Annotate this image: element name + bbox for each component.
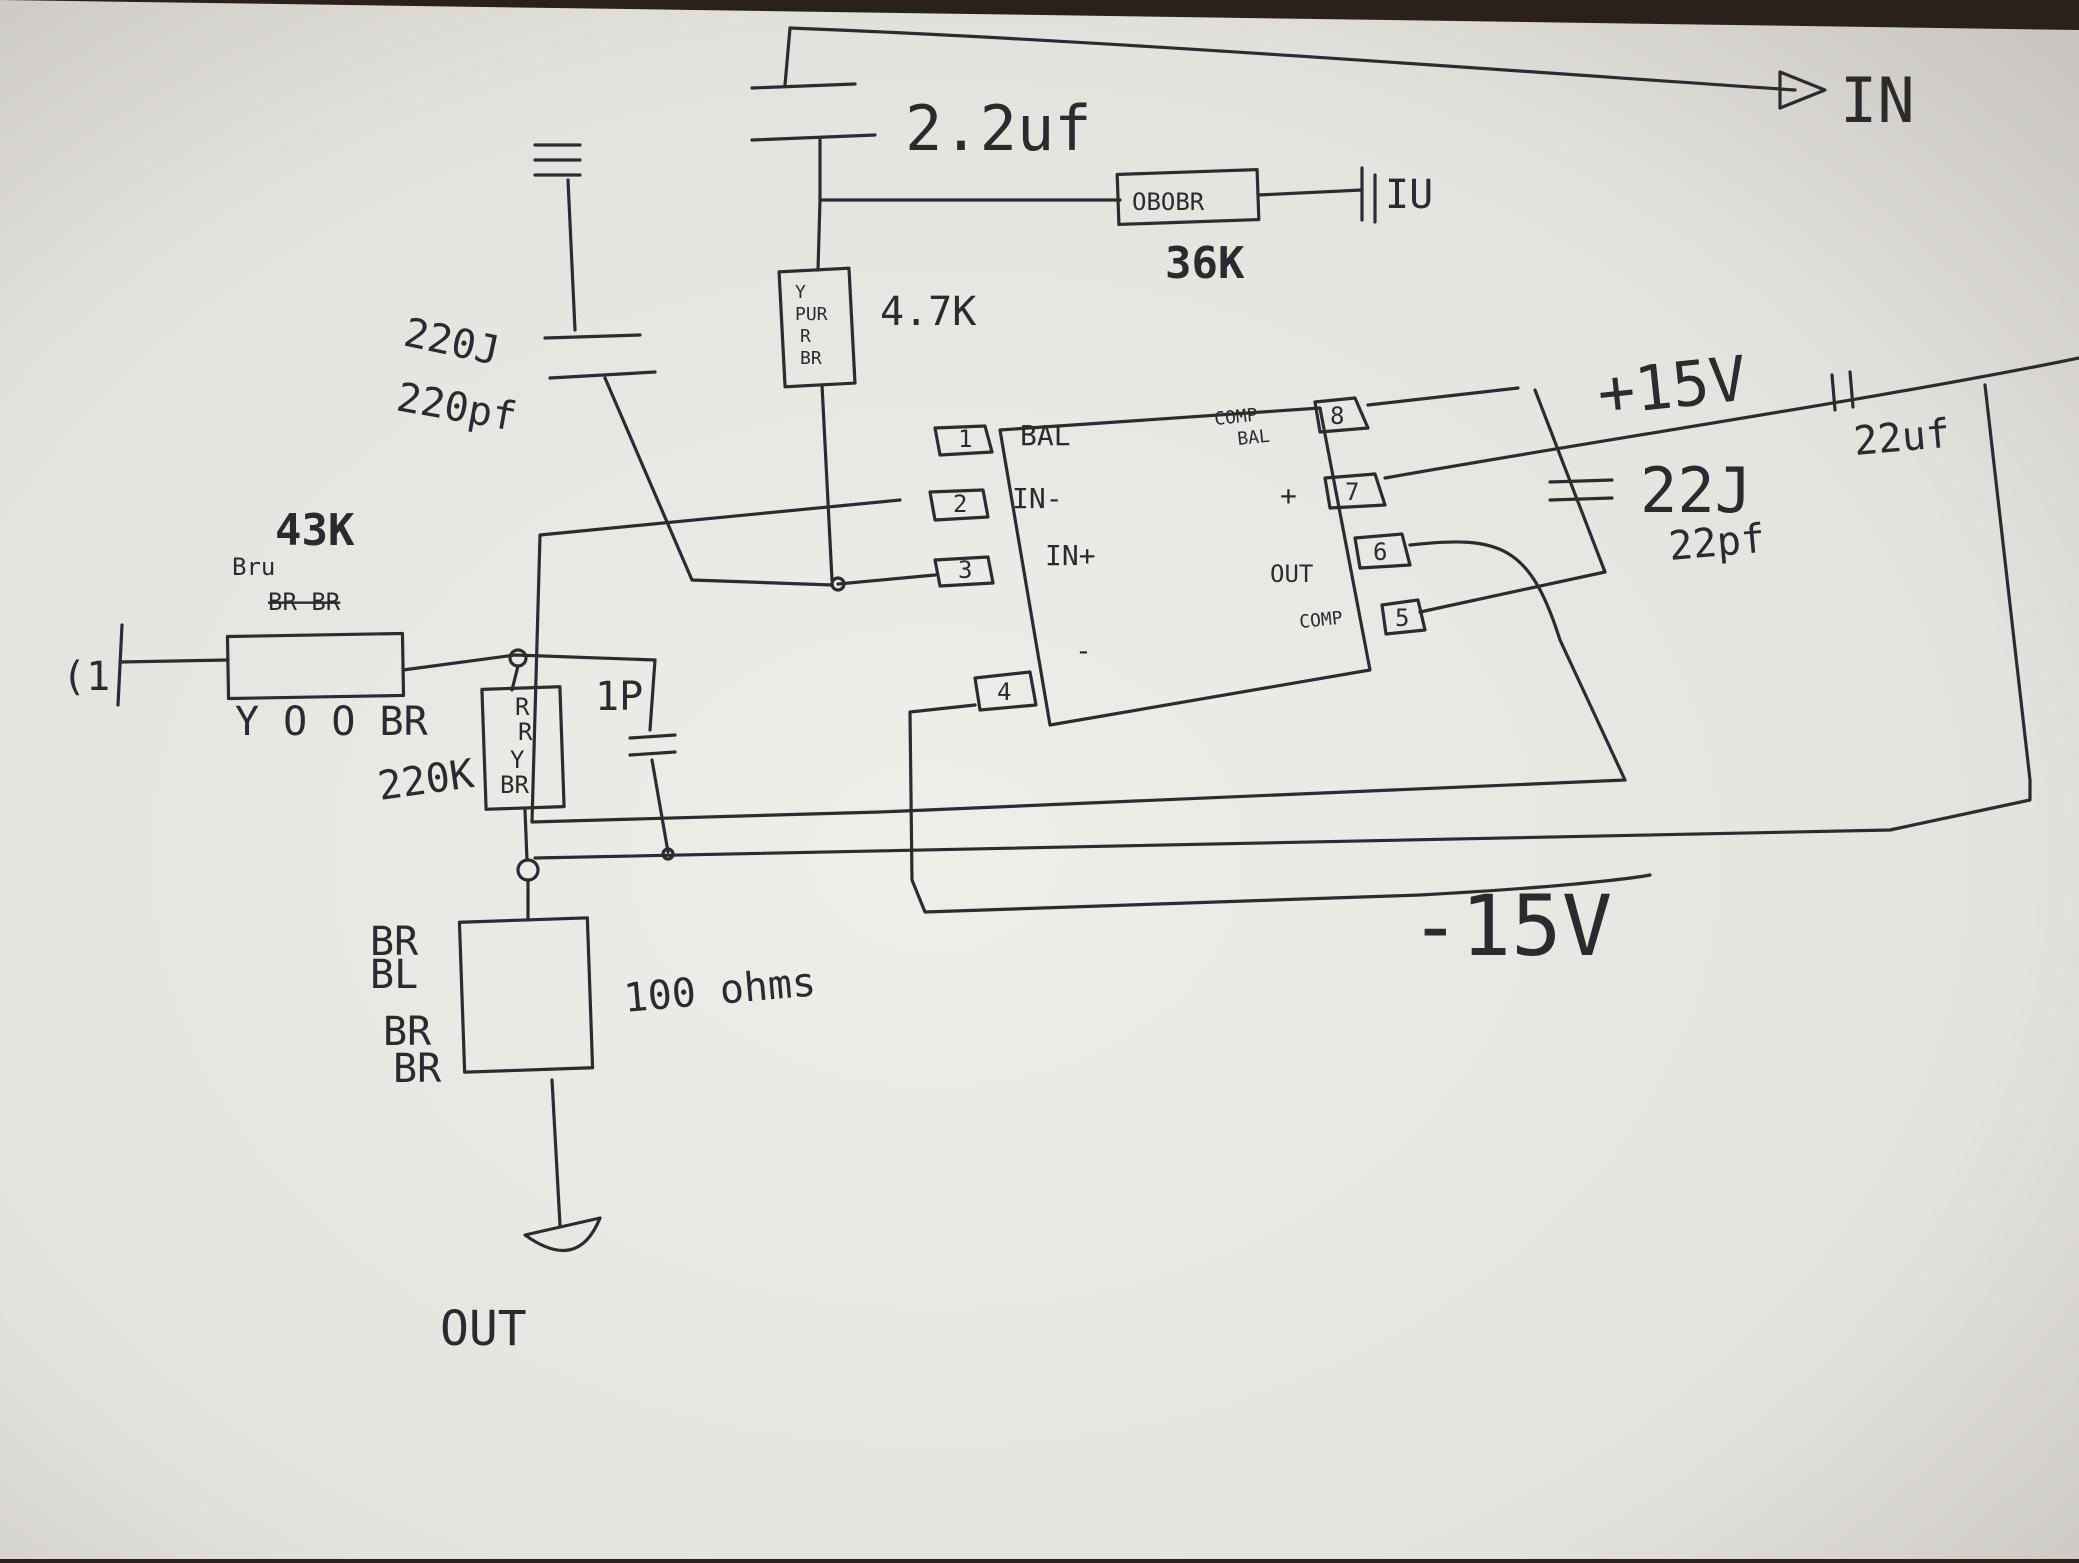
- op-amp: 1 2 3 4 8 7 6 5 BA: [928, 396, 1427, 727]
- resistor-43k-code-3: Y O O BR: [235, 699, 429, 745]
- input-arrow-icon: [1778, 70, 1827, 110]
- capacitor-1p-label: 1P: [595, 674, 643, 720]
- label-comp-bal-1: COMP: [1213, 405, 1258, 430]
- label-plus: +: [1280, 479, 1297, 512]
- resistor-220k-code-2: R: [518, 718, 533, 746]
- pin-5: 5: [1380, 598, 1427, 636]
- resistor-100-code-4: BR: [393, 1046, 442, 1092]
- output-label: OUT: [440, 1301, 527, 1357]
- pin-3: 3: [933, 555, 995, 588]
- capacitor-1p: 1P: [595, 658, 677, 861]
- svg-text:3: 3: [958, 556, 972, 584]
- resistor-36k-code: OBOBR: [1132, 188, 1205, 216]
- resistor-43k-label: 43K: [275, 505, 355, 556]
- pin-6: 6: [1353, 532, 1412, 570]
- resistor-220k-code-1: R: [515, 693, 530, 721]
- resistor-36k-label: 36K: [1165, 238, 1245, 289]
- svg-text:5: 5: [1395, 604, 1409, 632]
- resistor-4-7k-code-2: PUR: [795, 304, 828, 325]
- input-terminal-mark: (1: [62, 654, 110, 700]
- pin-2: 2: [928, 488, 990, 522]
- resistor-4-7k-code-4: BR: [800, 348, 822, 369]
- capacitor-2-2uf-label: 2.2uf: [905, 92, 1092, 165]
- capacitor-22uf: 22uf: [1830, 370, 2032, 782]
- ground-mark-36k: IU: [1385, 172, 1433, 218]
- resistor-100-code-1: BR: [370, 919, 419, 965]
- vneg-label: -15V: [1410, 877, 1612, 975]
- capacitor-22uf-label: 22uf: [1852, 411, 1952, 465]
- resistor-4-7k-label: 4.7K: [880, 289, 976, 335]
- resistor-220k-code-3: Y: [510, 746, 525, 774]
- svg-text:2: 2: [953, 490, 967, 518]
- capacitor-22pf-code: 22J: [1640, 454, 1752, 527]
- pin-7: 7: [1323, 472, 1387, 510]
- resistor-36k: OBOBR IU 36K: [1115, 166, 1433, 289]
- label-bal: BAL: [1020, 419, 1071, 452]
- pin-4: 4: [973, 670, 1038, 712]
- label-out: OUT: [1270, 560, 1313, 588]
- capacitor-22pf-label: 22pf: [1667, 516, 1767, 570]
- input-rail: IN: [783, 26, 1915, 137]
- resistor-43k-code-1: Bru: [232, 553, 275, 581]
- resistor-43k-code-2: BR BR: [268, 588, 341, 616]
- label-minus: -: [1075, 634, 1092, 667]
- svg-text:6: 6: [1373, 538, 1387, 566]
- svg-text:8: 8: [1330, 402, 1344, 430]
- label-comp: COMP: [1298, 608, 1343, 633]
- resistor-4-7k: Y PUR R BR 4.7K: [777, 198, 976, 592]
- resistor-4-7k-code-1: Y: [795, 282, 806, 303]
- pin-1: 1: [933, 424, 994, 457]
- resistor-100-code-3: BR: [383, 1009, 432, 1055]
- label-in-minus: IN-: [1012, 482, 1063, 515]
- svg-text:1: 1: [958, 425, 972, 453]
- pin-8: 8: [1313, 396, 1370, 434]
- capacitor-22pf: 22J 22pf: [1418, 388, 1767, 614]
- svg-text:4: 4: [997, 678, 1011, 706]
- resistor-100-code-2: BL: [370, 952, 418, 998]
- capacitor-2-2uf: 2.2uf: [750, 82, 1092, 202]
- input-label: IN: [1840, 64, 1915, 137]
- resistor-220k: R R Y BR 220K: [375, 664, 566, 882]
- label-in-plus: IN+: [1045, 539, 1096, 572]
- output-terminal: OUT: [440, 1216, 602, 1357]
- resistor-100-ohm: BR BL BR BR 100 ohms: [370, 878, 818, 1227]
- svg-text:7: 7: [1345, 478, 1359, 506]
- output-arrow-icon: [523, 1216, 602, 1252]
- resistor-4-7k-code-3: R: [800, 326, 811, 347]
- label-comp-bal-2: BAL: [1236, 426, 1271, 450]
- resistor-43k: 43K Bru BR BR Y O O BR: [225, 505, 657, 745]
- input-terminal: (1: [62, 623, 230, 707]
- resistor-220k-code-4: BR: [500, 771, 529, 799]
- vpos-label: +15V: [1594, 342, 1750, 430]
